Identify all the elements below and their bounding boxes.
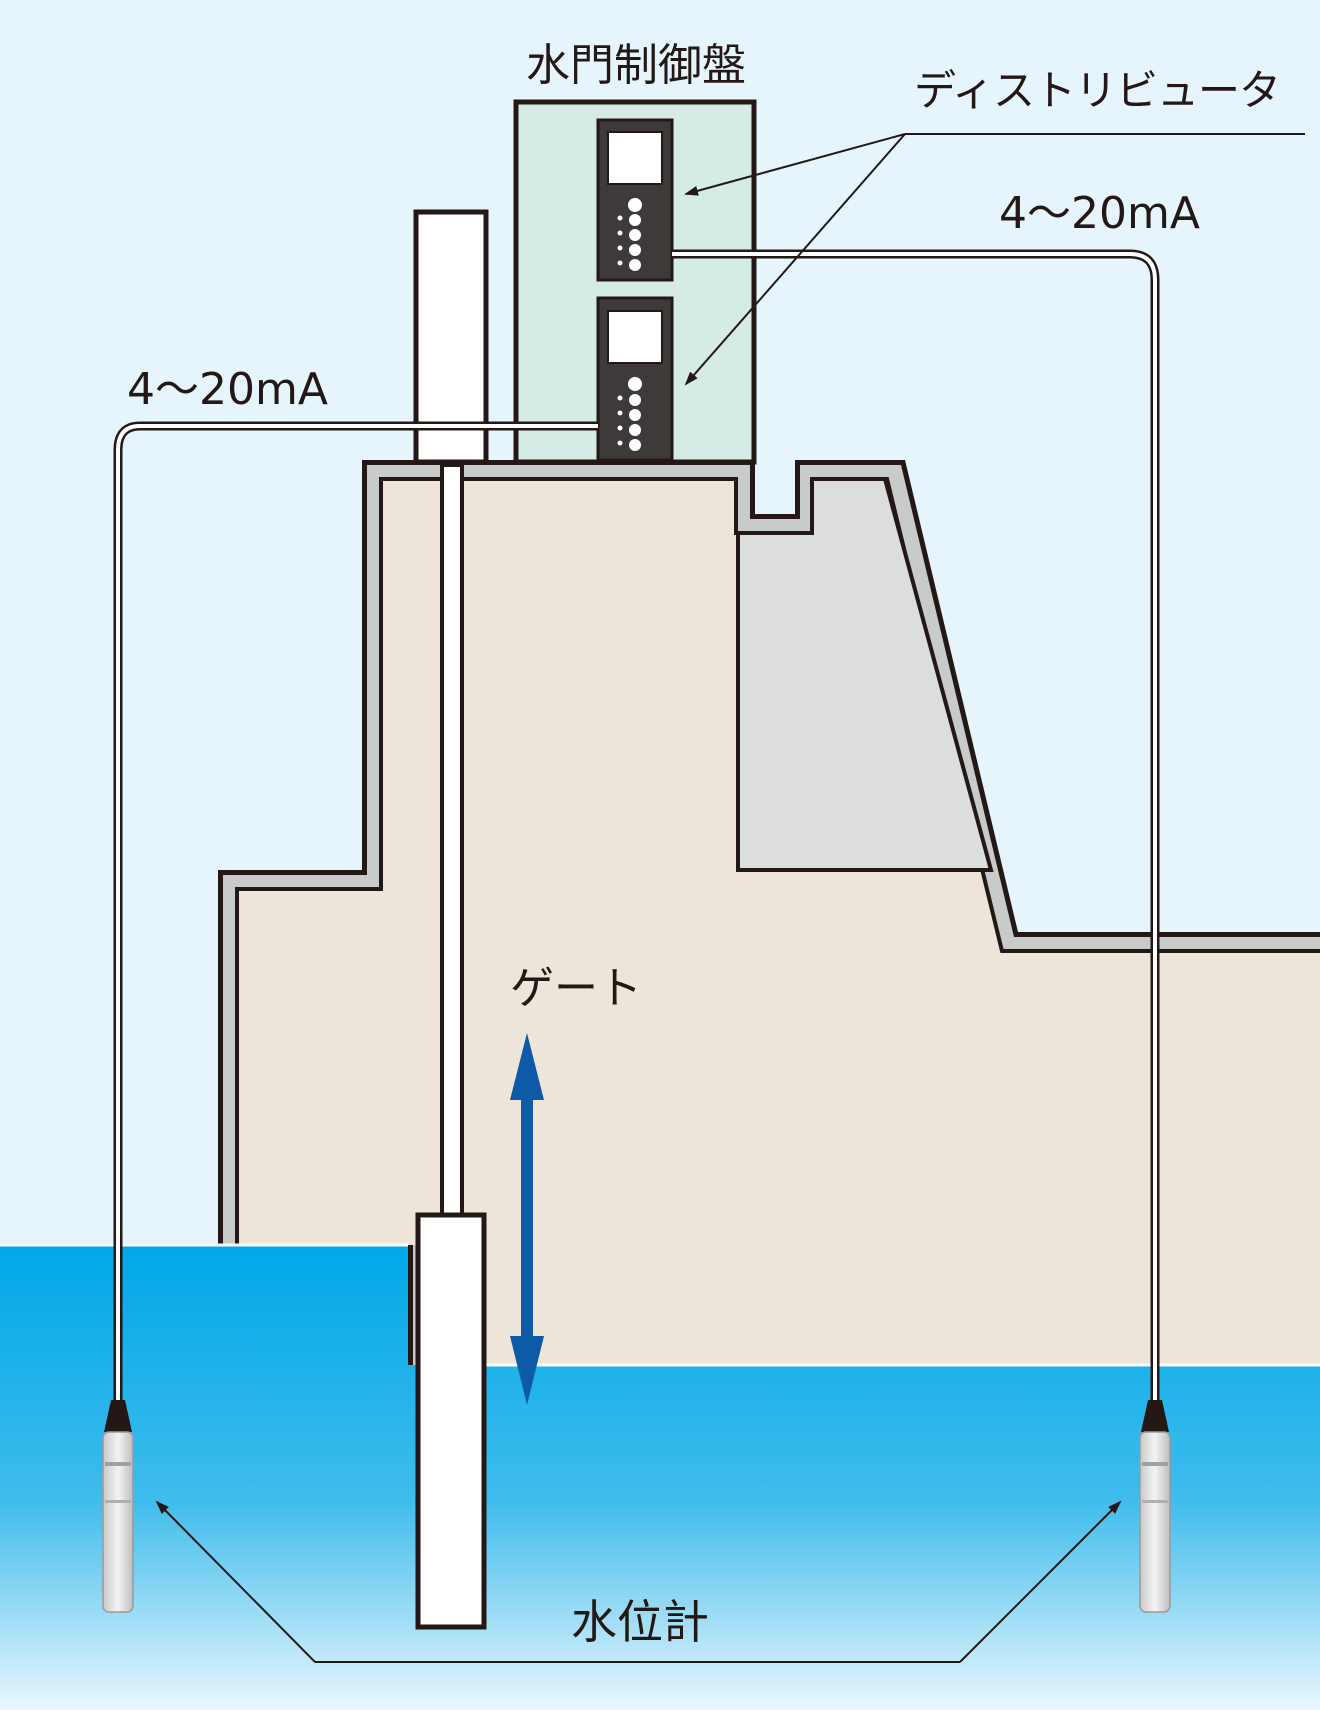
signal-label-right: 4～20mA [999, 188, 1200, 239]
level-sensor-right [1139, 1400, 1171, 1613]
gate-frame-post [413, 209, 489, 465]
signal-cable-right [672, 249, 1160, 1405]
gate-label: ゲート [510, 963, 642, 1014]
gate-rod [440, 463, 464, 1217]
distributor-leader-lines [684, 133, 1305, 386]
signal-label-left: 4～20mA [127, 364, 328, 415]
signal-cable-left [113, 421, 598, 1405]
level-meter-label: 水位計 [571, 1595, 709, 1649]
distributor-unit-lower [596, 296, 674, 462]
distributor-unit-upper [596, 118, 674, 282]
dam-concrete [237, 479, 1320, 1365]
gate-movement-arrow [510, 1033, 544, 1405]
gate-leaf [415, 1212, 487, 1630]
distributor-label: ディストリビュータ [914, 66, 1280, 115]
level-sensor-left [102, 1400, 134, 1613]
panel-label: 水門制御盤 [526, 40, 746, 91]
dam-recess [736, 477, 994, 872]
level-meter-leader-lines [155, 1500, 1122, 1663]
water-body [0, 1245, 1320, 1710]
